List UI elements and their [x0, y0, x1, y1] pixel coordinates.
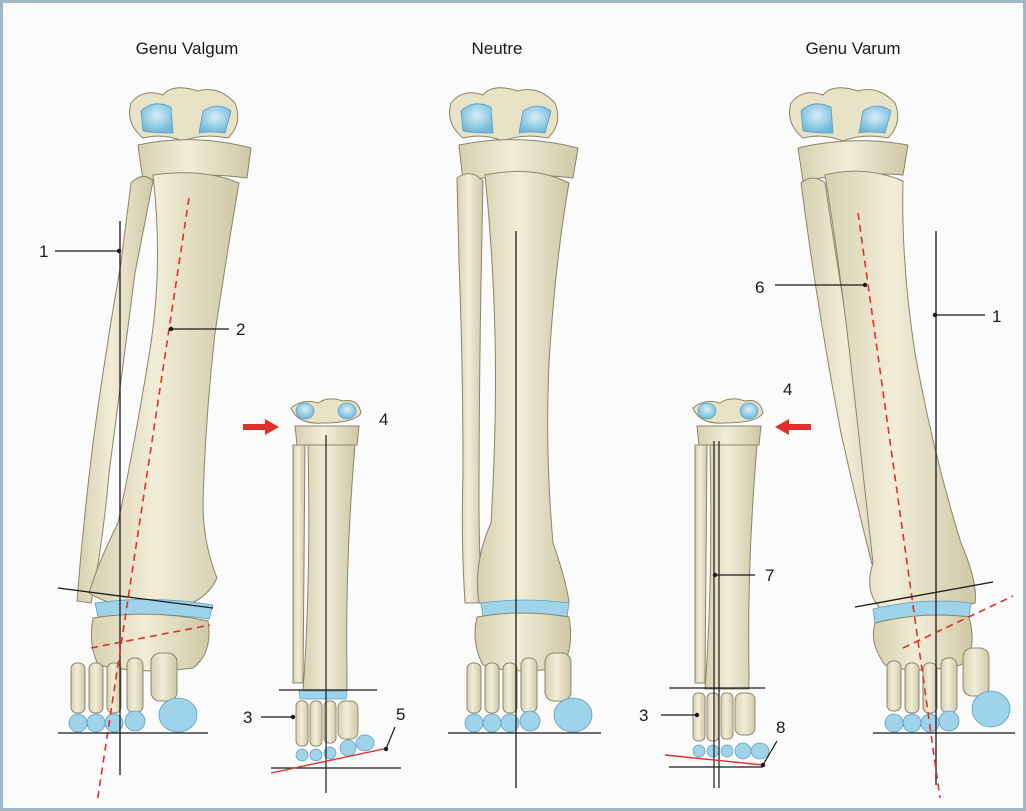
small-left-ankle-cartilage	[299, 691, 347, 699]
callout-small-right-7: 7	[765, 567, 774, 584]
small-left-leader-3-dot	[291, 715, 295, 719]
panel-title-neutre: Neutre	[471, 39, 522, 59]
varum-leader-1-dot	[933, 313, 937, 317]
small-right-fibula	[695, 445, 707, 683]
small-left-leader-5-dot	[384, 747, 388, 751]
neutral-leg	[448, 88, 601, 788]
varum-leader-6-dot	[863, 283, 867, 287]
small-right-leader-7-dot	[713, 573, 717, 577]
callout-small-left-4: 4	[379, 411, 388, 428]
valgum-patella	[130, 88, 238, 141]
callout-varum-1: 1	[992, 308, 1001, 325]
varum-patella	[790, 88, 898, 141]
callout-small-right-3: 3	[639, 707, 648, 724]
callout-small-right-8: 8	[776, 719, 785, 736]
valgum-leader-1-dot	[117, 249, 121, 253]
panel-title-genu-varum: Genu Varum	[805, 39, 900, 59]
valgum-leg	[55, 88, 251, 803]
valgum-talus	[91, 614, 209, 671]
callout-valgum-1: 1	[39, 243, 48, 260]
leg-alignment-diagram	[3, 3, 1023, 808]
small-right-leader-8-dot	[761, 763, 765, 767]
callout-small-right-4: 4	[783, 381, 792, 398]
neutral-tibia	[478, 171, 570, 609]
small-right-foot-bones	[693, 693, 755, 741]
small-right-leg	[661, 399, 811, 788]
small-right-force-arrow	[775, 419, 811, 435]
callout-small-left-3: 3	[243, 709, 252, 726]
valgum-leader-2-dot	[169, 327, 173, 331]
panel-title-genu-valgum: Genu Valgum	[136, 39, 239, 59]
small-left-force-arrow	[243, 419, 279, 435]
small-left-foot-bones	[296, 701, 358, 746]
small-left-tibia	[303, 445, 355, 691]
small-left-leader-5	[386, 727, 395, 749]
callout-valgum-2: 2	[236, 321, 245, 338]
callout-varum-6: 6	[755, 279, 764, 296]
small-left-fibula	[293, 445, 305, 683]
small-right-patella	[693, 399, 763, 423]
varum-leg	[775, 88, 1015, 798]
small-right-tibial-plateau	[697, 426, 761, 445]
neutral-fibula	[457, 174, 483, 603]
small-right-tibia	[705, 445, 757, 689]
small-right-leader-3-dot	[695, 713, 699, 717]
small-left-patella	[291, 399, 361, 423]
small-right-toe-cartilage	[693, 743, 769, 759]
varum-talus	[873, 615, 972, 670]
callout-small-left-5: 5	[396, 706, 405, 723]
small-left-tibial-plateau	[295, 426, 359, 445]
small-left-leg	[243, 399, 401, 793]
neutral-patella	[450, 88, 558, 141]
